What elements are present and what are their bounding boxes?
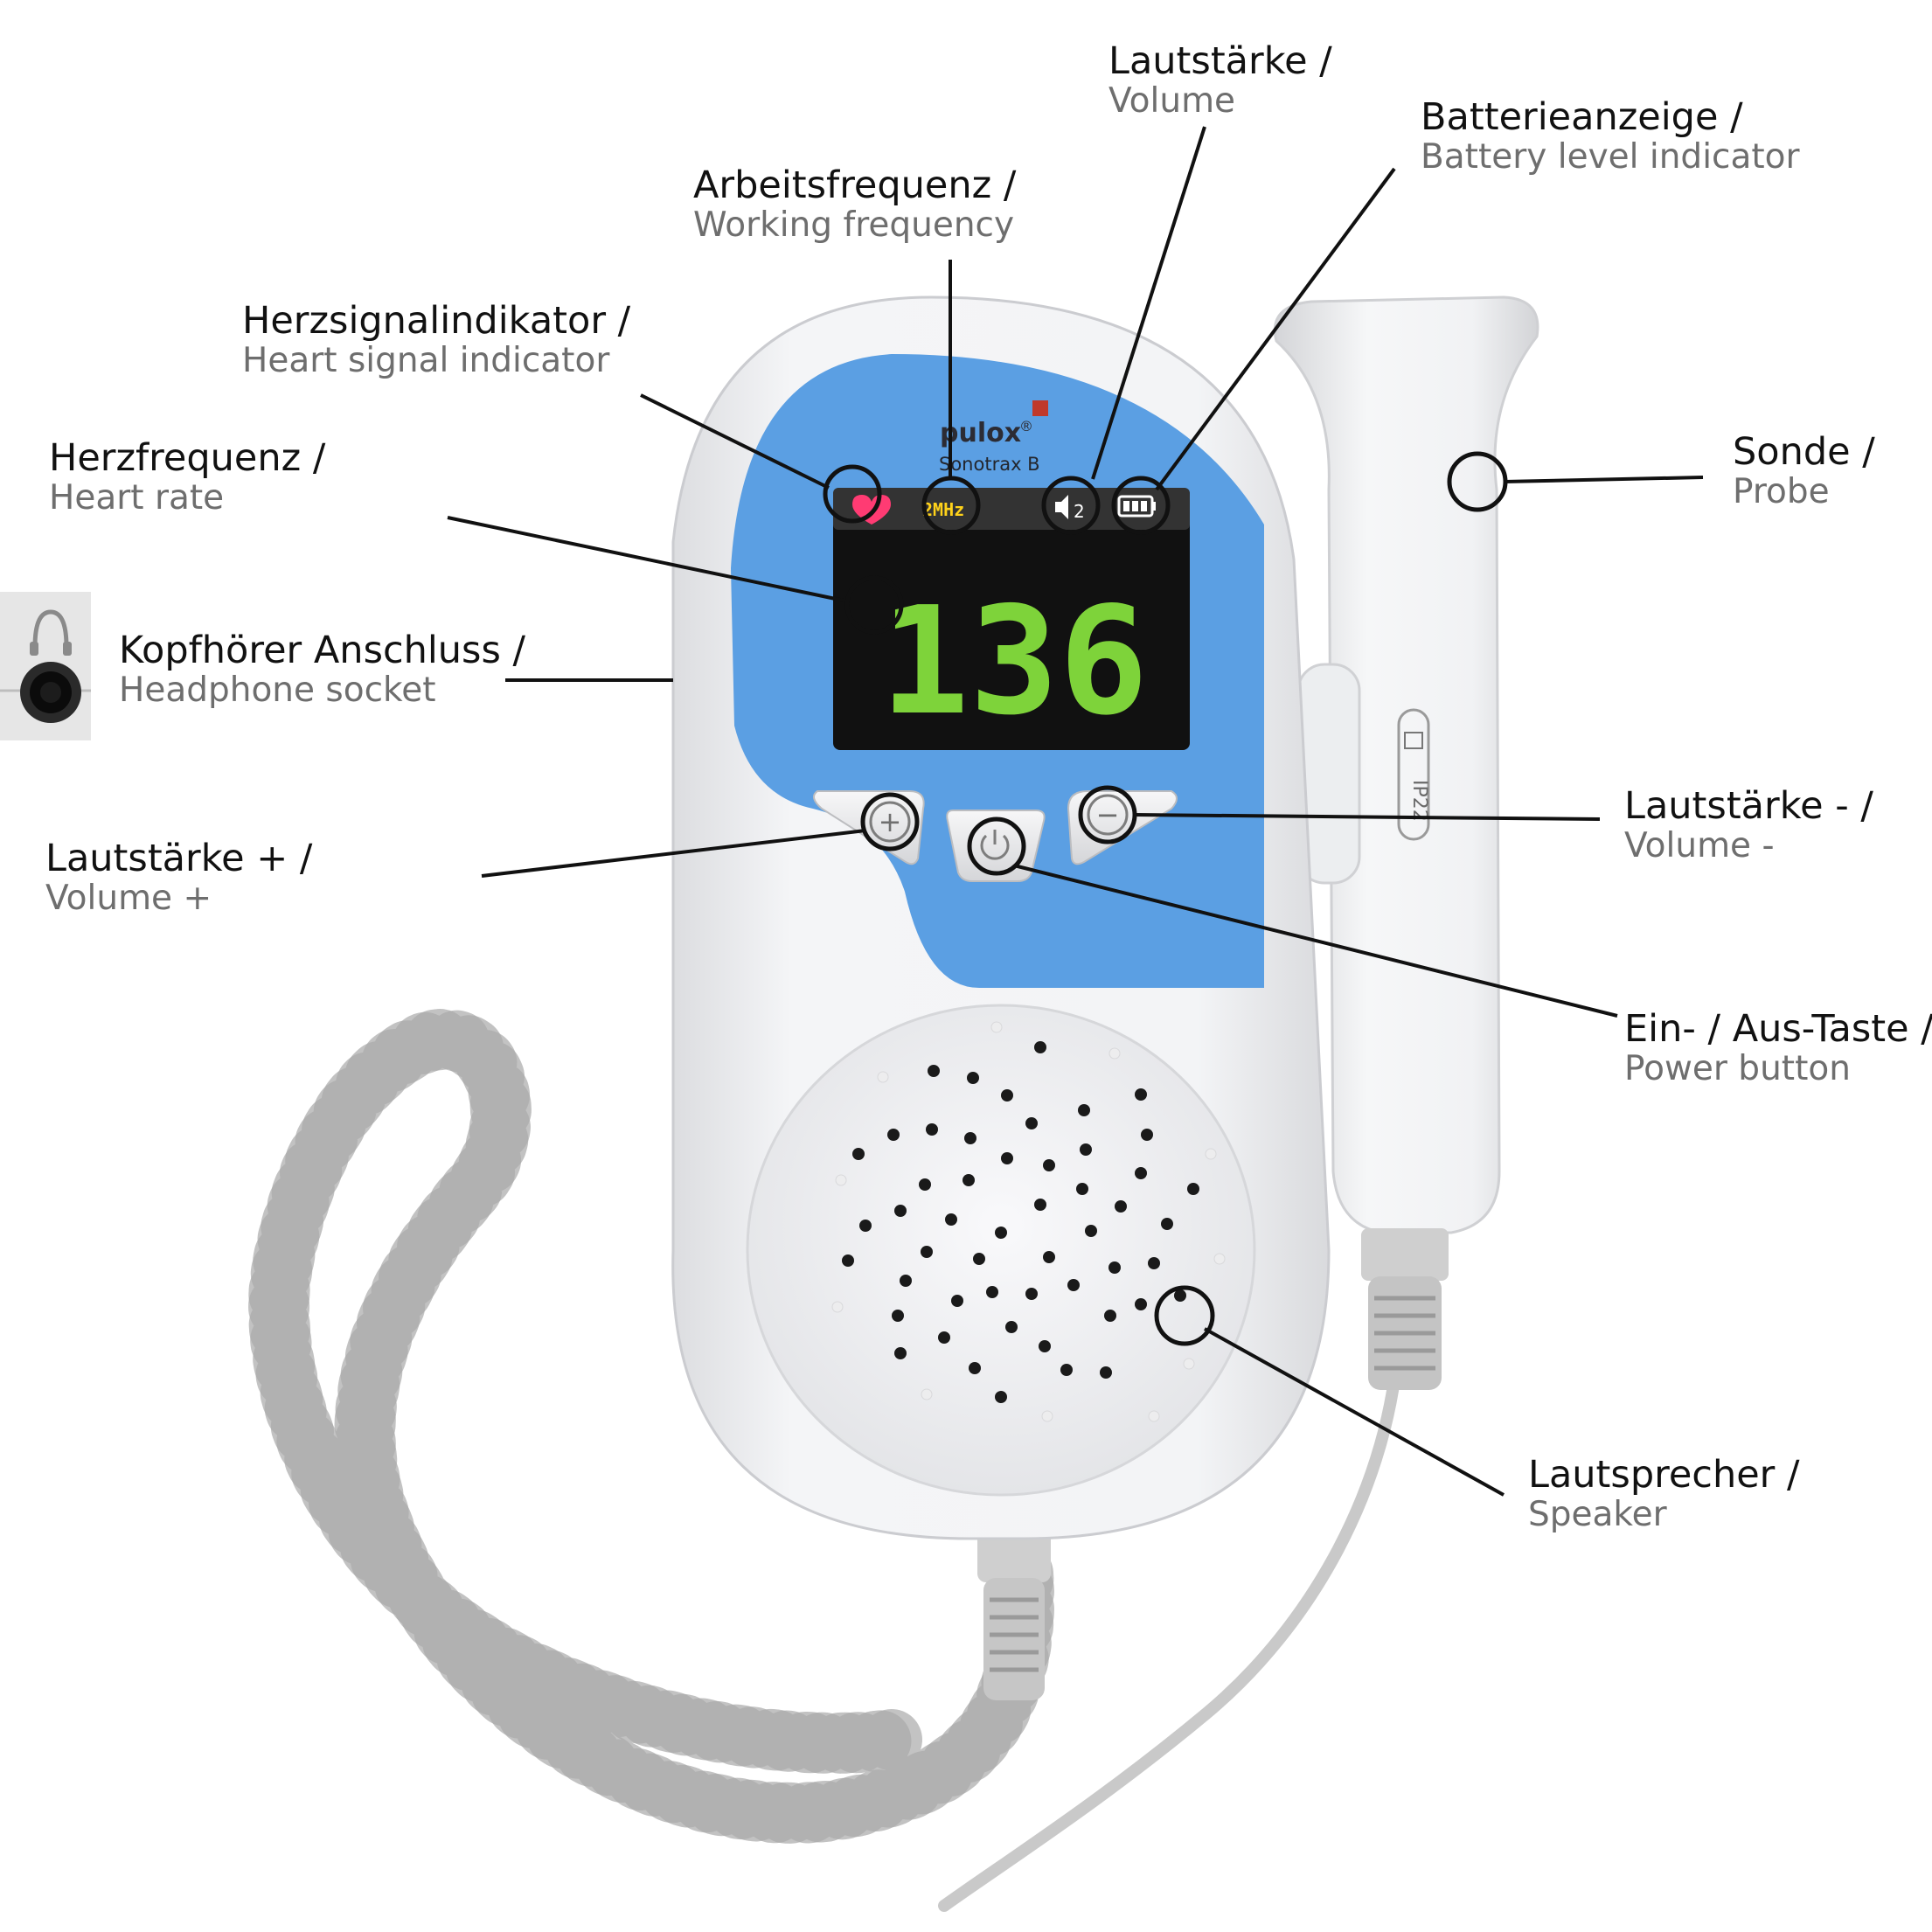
label-probe: Sonde / Probe [1733,431,1875,511]
label-heart-rate-en: Heart rate [49,478,225,518]
label-volume-minus: Lautstärke - / Volume - [1624,785,1873,865]
label-volume-minus-en: Volume - [1624,826,1775,866]
label-volume: Lautstärke / Volume [1108,40,1332,121]
frequency-readout: 2MHz [922,499,964,520]
callout-circles [823,451,1508,1346]
label-battery: Batterieanzeige / Battery level indicato… [1421,96,1800,177]
headphone-socket-icon [0,662,91,723]
label-speaker: Lautsprecher / Speaker [1528,1454,1800,1534]
volume-plus-button[interactable]: + [813,790,925,865]
label-heart-signal: Herzsignalindikator / Heart signal indic… [242,300,630,380]
callout-battery [1111,476,1171,535]
label-speaker-en: Speaker [1528,1495,1667,1535]
leader-lines [447,126,1704,1497]
callout-power [967,817,1026,876]
label-heart-signal-de: Herzsignalindikator / [242,299,631,343]
label-heart-rate: Herzfrequenz / Heart rate [49,437,325,518]
label-volume-minus-de: Lautstärke - / [1624,784,1873,828]
volume-minus-button[interactable]: − [1067,790,1178,865]
label-heart-rate-de: Herzfrequenz / [49,436,326,480]
label-volume-plus-de: Lautstärke + / [45,837,313,880]
callout-frequency [921,476,981,535]
label-heart-signal-en: Heart signal indicator [242,341,610,381]
callout-speaker [1154,1285,1215,1346]
brand-square-icon [1032,400,1048,416]
label-battery-de: Batterieanzeige / [1421,95,1743,139]
cable-strain-relief [977,1521,1051,1700]
brand-registered-mark: ® [1019,418,1033,434]
battery-icon [1117,495,1156,518]
label-headphone-de: Kopfhörer Anschluss / [119,629,526,672]
volume-level-readout: 2 [1074,501,1085,522]
label-power: Ein- / Aus-Taste / Power button [1624,1008,1932,1088]
label-probe-de: Sonde / [1733,430,1875,474]
callout-volume-minus [1078,785,1137,844]
label-power-en: Power button [1624,1049,1851,1089]
label-battery-en: Battery level indicator [1421,137,1800,177]
probe-rating-text: IP22 [1408,780,1430,822]
coiled-cable [248,1008,1405,1912]
plus-symbol: + [879,805,902,838]
label-power-de: Ein- / Aus-Taste / [1624,1007,1932,1051]
speaker-rim-dimples [831,1021,1226,1422]
lcd-screen [833,488,1190,750]
model-name: Sonotrax B [939,454,1040,475]
label-speaker-de: Lautsprecher / [1528,1453,1800,1497]
label-volume-de: Lautstärke / [1108,39,1332,83]
label-volume-en: Volume [1108,81,1236,122]
speaker-volume-icon [1055,495,1068,519]
probe: IP22 [1273,295,1539,1390]
label-volume-plus-en: Volume + [45,879,212,919]
speaker-grille [746,1004,1256,1497]
label-headphone: Kopfhörer Anschluss / Headphone socket [119,629,525,710]
callout-probe [1447,451,1508,512]
callout-volume-plus [860,792,920,851]
headphone-icon [30,609,72,656]
minus-symbol: − [1096,798,1120,831]
heart-rate-display: 136 [879,575,1148,748]
label-headphone-en: Headphone socket [119,671,436,711]
label-working-frequency: Arbeitsfrequenz / Working frequency [693,164,1016,245]
power-icon [980,830,1010,860]
label-working-frequency-en: Working frequency [693,205,1015,246]
label-probe-en: Probe [1733,472,1830,512]
label-working-frequency-de: Arbeitsfrequenz / [693,163,1017,207]
brand-logo: pulox [940,418,1021,448]
callout-volume [1041,476,1101,535]
callout-heart-signal [823,464,882,524]
speaker-holes [842,1041,1199,1403]
callout-heart-rate [844,575,904,635]
label-volume-plus: Lautstärke + / Volume + [45,837,312,918]
